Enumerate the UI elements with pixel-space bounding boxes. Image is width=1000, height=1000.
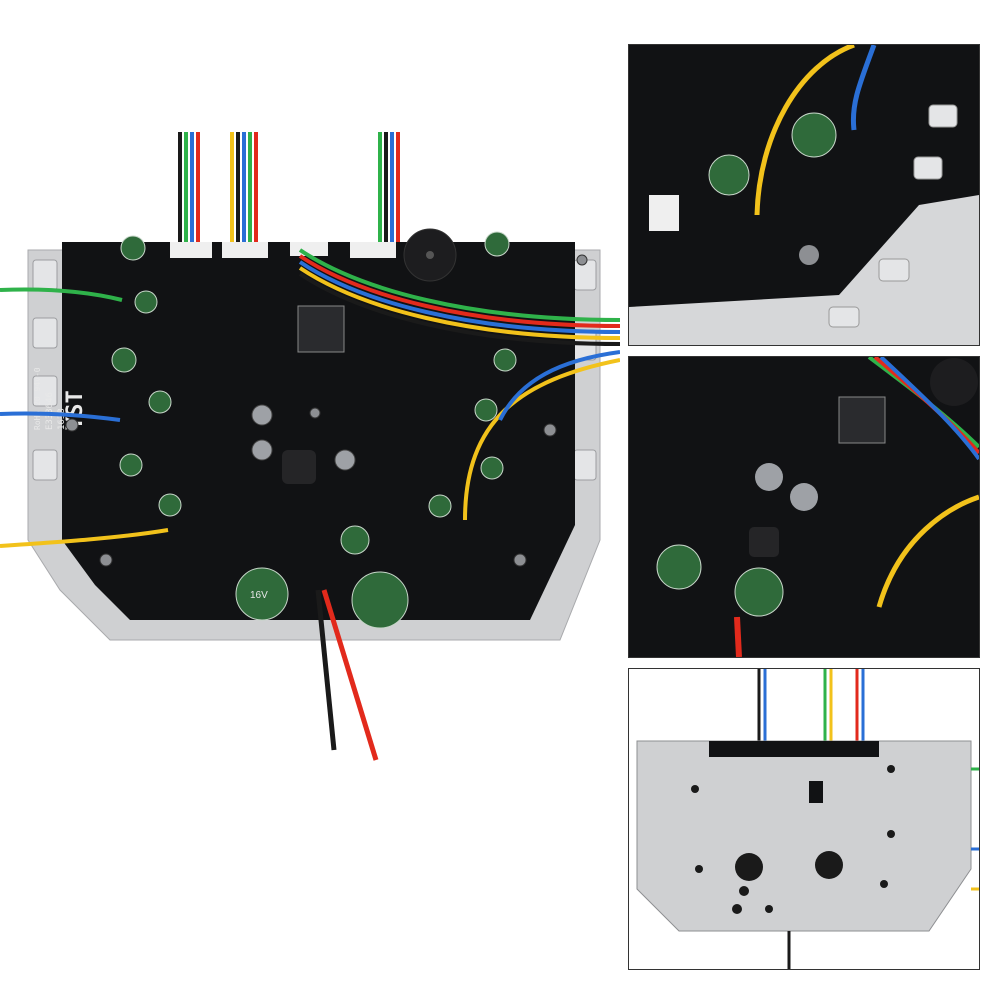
blue-wire-left: [0, 411, 121, 422]
ribbon-wires-right: [298, 248, 620, 346]
inset-closeup-top: [628, 44, 980, 346]
inset-backside-plate: [628, 668, 980, 970]
board-screws: [65, 254, 588, 567]
microcontroller-chip: [297, 305, 345, 353]
capacitor-rating: 16V: [250, 590, 268, 601]
green-wire-left: [0, 287, 123, 302]
aluminum-capacitors: [251, 404, 356, 471]
hall-wire-bundles: [178, 132, 400, 242]
date-code: 1638: [57, 408, 67, 430]
cert-number: E333646: [45, 392, 55, 430]
inset-closeup-middle: [628, 356, 980, 658]
yellow-wire-left: [0, 528, 169, 548]
inductor: [282, 450, 316, 484]
top-connectors: [170, 242, 396, 258]
mounting-tabs-left: [32, 259, 58, 481]
electrolytic-capacitors: [111, 231, 517, 629]
pcb-board: [62, 242, 575, 620]
power-leads: [315, 589, 379, 761]
main-board-photo: YST E333646 RoHS 20 94v-0 1638: [0, 120, 620, 780]
rohs-mark: RoHS 20 94v-0: [33, 367, 42, 430]
aluminum-plate-back: [636, 740, 972, 932]
blue-wire-right: [498, 350, 620, 421]
